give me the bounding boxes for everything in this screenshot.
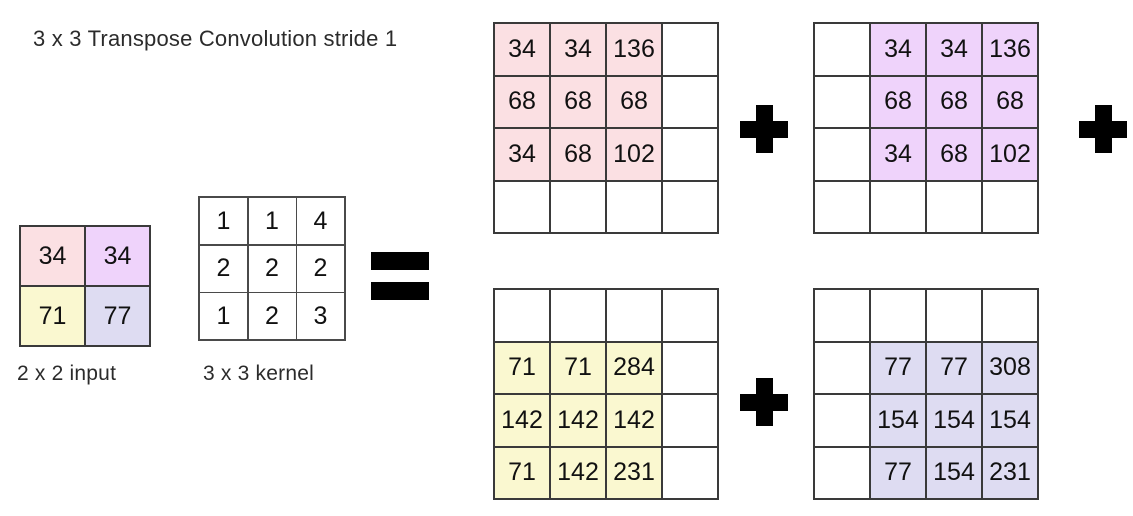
matrix-cell: 3 <box>297 293 344 339</box>
plus-bar-vertical <box>756 105 773 153</box>
matrix-cell: 136 <box>607 24 661 75</box>
matrix-cell: 68 <box>551 129 605 180</box>
matrix-cell: 231 <box>607 447 661 498</box>
equals-sign <box>371 252 429 302</box>
matrix-cell <box>663 290 717 341</box>
matrix-cell: 77 <box>871 342 925 393</box>
matrix-cell: 1 <box>200 293 247 339</box>
matrix-cell: 71 <box>21 287 84 345</box>
equals-bar-top <box>371 252 429 270</box>
matrix-cell: 68 <box>551 76 605 127</box>
matrix-cell <box>815 76 869 127</box>
matrix-cell <box>663 129 717 180</box>
matrix-cell: 68 <box>607 76 661 127</box>
matrix-cell: 154 <box>927 447 981 498</box>
matrix-cell <box>815 24 869 75</box>
matrix-cell: 154 <box>871 395 925 446</box>
matrix-cell: 34 <box>551 24 605 75</box>
matrix-cell: 77 <box>927 342 981 393</box>
matrix-cell: 102 <box>607 129 661 180</box>
matrix-cell <box>983 181 1037 232</box>
matrix-cell <box>815 181 869 232</box>
matrix-cell: 68 <box>927 76 981 127</box>
plus-bar-vertical <box>756 378 773 426</box>
plus-sign-bottom-middle <box>740 378 788 426</box>
matrix-cell: 34 <box>86 227 149 285</box>
matrix-cell: 34 <box>21 227 84 285</box>
matrix-cell <box>983 290 1037 341</box>
page-title: 3 x 3 Transpose Convolution stride 1 <box>33 26 398 51</box>
matrix-cell <box>871 181 925 232</box>
matrix-cell: 71 <box>495 447 549 498</box>
matrix-cell <box>607 290 661 341</box>
matrix-cell: 4 <box>297 198 344 244</box>
matrix-cell: 1 <box>200 198 247 244</box>
matrix-cell: 142 <box>551 395 605 446</box>
matrix-cell: 142 <box>551 447 605 498</box>
matrix-cell <box>607 181 661 232</box>
matrix-cell <box>871 290 925 341</box>
matrix-cell <box>927 181 981 232</box>
matrix-cell: 1 <box>248 198 296 244</box>
matrix-cell <box>495 181 549 232</box>
matrix-cell: 34 <box>871 24 925 75</box>
matrix-cell: 68 <box>927 129 981 180</box>
matrix-cell: 284 <box>607 342 661 393</box>
matrix-cell <box>663 342 717 393</box>
matrix-cell <box>815 395 869 446</box>
matrix-cell: 71 <box>551 342 605 393</box>
matrix-cell <box>663 181 717 232</box>
matrix-cell <box>663 447 717 498</box>
matrix-cell: 2 <box>200 245 247 292</box>
matrix-cell: 154 <box>927 395 981 446</box>
matrix-cell: 142 <box>495 395 549 446</box>
matrix-cell <box>927 290 981 341</box>
matrix-cell <box>663 395 717 446</box>
matrix-cell: 102 <box>983 129 1037 180</box>
matrix-cell <box>815 129 869 180</box>
matrix-cell: 68 <box>495 76 549 127</box>
matrix-cell <box>663 24 717 75</box>
matrix-cell: 136 <box>983 24 1037 75</box>
matrix-cell: 71 <box>495 342 549 393</box>
input-caption: 2 x 2 input <box>17 362 117 385</box>
matrix-cell <box>815 290 869 341</box>
matrix-cell <box>551 181 605 232</box>
plus-sign-top-middle <box>740 105 788 153</box>
matrix-cell: 231 <box>983 447 1037 498</box>
plus-bar-vertical <box>1095 105 1112 153</box>
matrix-cell: 34 <box>927 24 981 75</box>
matrix-cell: 34 <box>495 24 549 75</box>
plus-sign-top-right <box>1079 105 1127 153</box>
matrix-cell: 2 <box>248 245 296 292</box>
matrix-cell: 68 <box>871 76 925 127</box>
equals-bar-bottom <box>371 282 429 300</box>
kernel-caption: 3 x 3 kernel <box>203 362 314 385</box>
matrix-cell: 2 <box>297 245 344 292</box>
matrix-cell <box>495 290 549 341</box>
matrix-cell: 142 <box>607 395 661 446</box>
matrix-cell: 34 <box>495 129 549 180</box>
matrix-cell: 154 <box>983 395 1037 446</box>
matrix-cell: 77 <box>86 287 149 345</box>
matrix-cell: 68 <box>983 76 1037 127</box>
matrix-cell <box>663 76 717 127</box>
matrix-cell: 34 <box>871 129 925 180</box>
matrix-cell: 308 <box>983 342 1037 393</box>
matrix-cell: 2 <box>248 293 296 339</box>
matrix-cell: 77 <box>871 447 925 498</box>
matrix-cell <box>815 342 869 393</box>
matrix-cell <box>551 290 605 341</box>
matrix-cell <box>815 447 869 498</box>
